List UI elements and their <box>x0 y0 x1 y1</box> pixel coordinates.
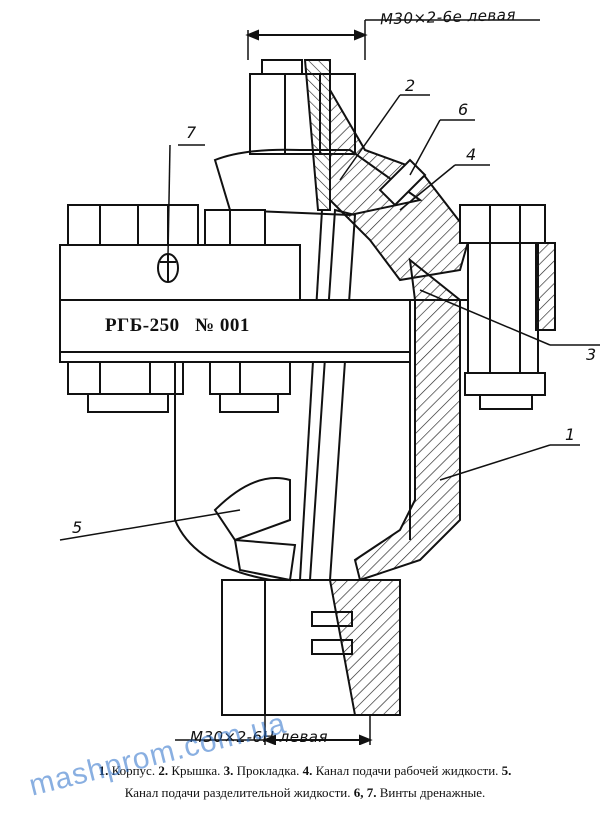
figure-caption: 1. Корпус. 2. Крышка. 3. Прокладка. 4. К… <box>0 760 610 804</box>
drain-screw-7 <box>157 253 179 283</box>
channel-part-5 <box>213 477 297 582</box>
top-dimension <box>245 19 540 60</box>
plate-model: РГБ-250 <box>105 315 180 336</box>
leader-lines <box>59 94 600 541</box>
callout-6: 6 <box>458 100 469 119</box>
caption-line-1: 1. Корпус. 2. Крышка. 3. Прокладка. 4. К… <box>98 763 512 778</box>
central-pipe <box>299 59 357 581</box>
flange-bar <box>59 244 540 363</box>
right-bolt <box>459 204 556 410</box>
caption-line-2: Канал подачи разделительной жидкости. 6,… <box>124 785 486 800</box>
bottom-dimension <box>175 715 373 745</box>
callout-5: 5 <box>72 518 83 537</box>
callout-1: 1 <box>565 425 576 444</box>
plate-number: № 001 <box>195 315 250 336</box>
bolt-heads-left-top <box>67 204 266 246</box>
assembly-drawing <box>59 19 600 745</box>
callout-2: 2 <box>405 76 416 95</box>
bottom-thread-label: М30×2-6Н левая <box>190 728 329 746</box>
callout-3: 3 <box>586 345 597 364</box>
callout-4: 4 <box>466 145 477 164</box>
bolt-heads-left-bottom <box>67 361 291 413</box>
lower-fitting <box>221 579 401 716</box>
drain-screw-6 <box>378 158 427 207</box>
callout-7: 7 <box>186 123 197 142</box>
